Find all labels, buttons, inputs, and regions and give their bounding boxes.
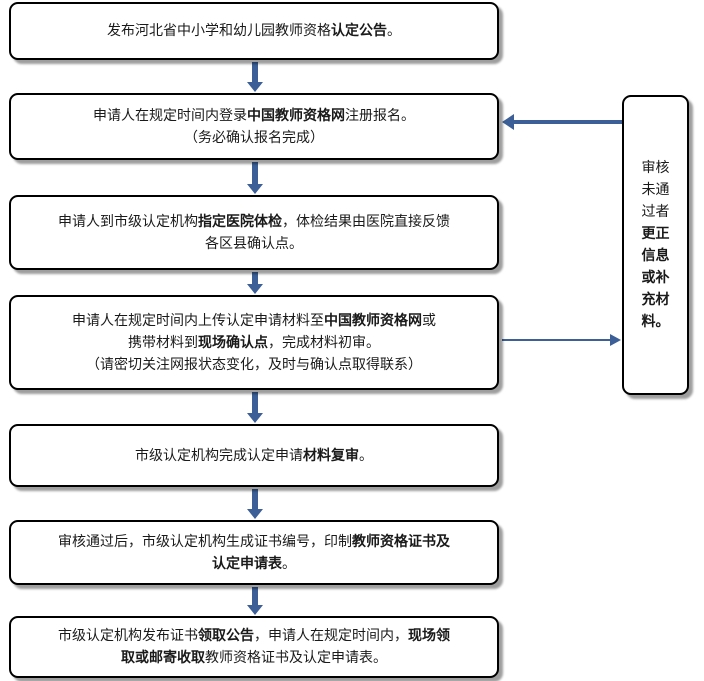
step-text: ，体检结果由医院直接反馈 — [282, 213, 450, 230]
side-box-line: 更正 — [641, 226, 670, 242]
step-text-bold: 材料复审 — [303, 447, 359, 464]
step-line: 市级认定机构完成认定申请材料复审。 — [135, 445, 373, 467]
side-box-line: 审核 — [641, 160, 670, 176]
step-line: 取或邮寄收取教师资格证书及认定申请表。 — [121, 647, 387, 669]
step-line: （请密切关注网报状态变化，及时与确认点取得联系） — [86, 354, 422, 376]
step-text-bold: 领取公告 — [198, 628, 254, 644]
step-text: 申请人到市级认定机构 — [58, 213, 198, 230]
down-arrow-5 — [247, 587, 263, 615]
step-text: 审核通过后，市级认定机构生成证书编号，印制 — [58, 533, 352, 550]
step-text-bold: 认定申请表 — [212, 555, 282, 572]
step-text: 申请人在规定时间内登录 — [93, 107, 247, 124]
step-text: 教师资格证书及认定申请表。 — [205, 650, 387, 666]
step-text: 携带材料到 — [128, 334, 198, 351]
side-box-line: 未通 — [641, 182, 670, 198]
step-material-review: 市级认定机构完成认定申请材料复审。 — [9, 424, 499, 487]
step-certificate-collection: 市级认定机构发布证书领取公告，申请人在规定时间内，现场领取或邮寄收取教师资格证书… — [9, 616, 499, 678]
step-line: 申请人到市级认定机构指定医院体检，体检结果由医院直接反馈 — [58, 211, 450, 233]
step-text-bold: 现场领 — [408, 628, 450, 644]
side-box-line: 过者 — [641, 204, 670, 220]
step-text: 发布河北省中小学和幼儿园教师资格 — [107, 23, 331, 39]
step-text: 或 — [422, 312, 436, 329]
side-box-line: 信息 — [641, 248, 670, 264]
step-line: 审核通过后，市级认定机构生成证书编号，印制教师资格证书及 — [58, 531, 450, 553]
step-online-registration: 申请人在规定时间内登录中国教师资格网注册报名。 （务必确认报名完成） — [9, 93, 499, 160]
step-material-upload: 申请人在规定时间内上传认定申请材料至中国教师资格网或携带材料到现场确认点，完成材… — [9, 295, 499, 390]
step-medical-exam: 申请人到市级认定机构指定医院体检，体检结果由医院直接反馈各区县确认点。 — [9, 195, 499, 270]
step-text-bold: 指定医院体检 — [198, 213, 282, 230]
step-text-bold: 取或邮寄收取 — [121, 650, 205, 666]
down-arrow-2 — [247, 272, 263, 294]
down-arrow-1 — [247, 162, 263, 194]
down-arrow-0 — [247, 62, 263, 92]
step-text: 申请人在规定时间内上传认定申请材料至 — [72, 312, 324, 329]
step-text-bold: 现场确认点 — [198, 334, 268, 351]
step-text: 。 — [282, 555, 296, 572]
down-arrow-4 — [247, 489, 263, 519]
step-text: （请密切关注网报状态变化，及时与确认点取得联系） — [86, 356, 422, 373]
step-line: 申请人在规定时间内上传认定申请材料至中国教师资格网或 — [72, 310, 436, 332]
step-text: 注册报名。 — [345, 107, 415, 124]
side-box-correction: 审核未通过者更正信息或补充材料。 — [622, 95, 689, 395]
step-text-bold: 认定公告 — [331, 23, 387, 39]
step-certificate-printing: 审核通过后，市级认定机构生成证书编号，印制教师资格证书及认定申请表。 — [9, 520, 499, 585]
step-line: 市级认定机构发布证书领取公告，申请人在规定时间内，现场领 — [58, 625, 450, 647]
step-text: （务必确认报名完成） — [184, 129, 324, 146]
step-text: 各区县确认点。 — [205, 235, 303, 252]
side-box-line: 料。 — [641, 314, 670, 330]
side-feed-arrow — [502, 334, 621, 346]
down-arrow-3 — [247, 392, 263, 423]
step-text-bold: 中国教师资格网 — [247, 107, 345, 124]
step-line: 发布河北省中小学和幼儿园教师资格认定公告。 — [107, 20, 401, 42]
step-publish-announcement: 发布河北省中小学和幼儿园教师资格认定公告。 — [9, 2, 499, 60]
step-line: 携带材料到现场确认点，完成材料初审。 — [128, 332, 380, 354]
step-text: ，申请人在规定时间内， — [254, 628, 408, 644]
step-line: 认定申请表。 — [212, 553, 296, 575]
side-box-line: 或补 — [641, 270, 670, 286]
step-text: ，完成材料初审。 — [268, 334, 380, 351]
step-line: 申请人在规定时间内登录中国教师资格网注册报名。 — [93, 105, 415, 127]
step-text: 市级认定机构发布证书 — [58, 628, 198, 644]
step-text: 市级认定机构完成认定申请 — [135, 447, 303, 464]
step-line: 各区县确认点。 — [205, 233, 303, 255]
step-text-bold: 教师资格证书及 — [352, 533, 450, 550]
side-return-arrow — [502, 114, 622, 130]
step-text: 。 — [359, 447, 373, 464]
step-text-bold: 中国教师资格网 — [324, 312, 422, 329]
side-box-line: 充材 — [641, 292, 670, 308]
step-line: （务必确认报名完成） — [184, 127, 324, 149]
step-text: 。 — [387, 23, 401, 39]
